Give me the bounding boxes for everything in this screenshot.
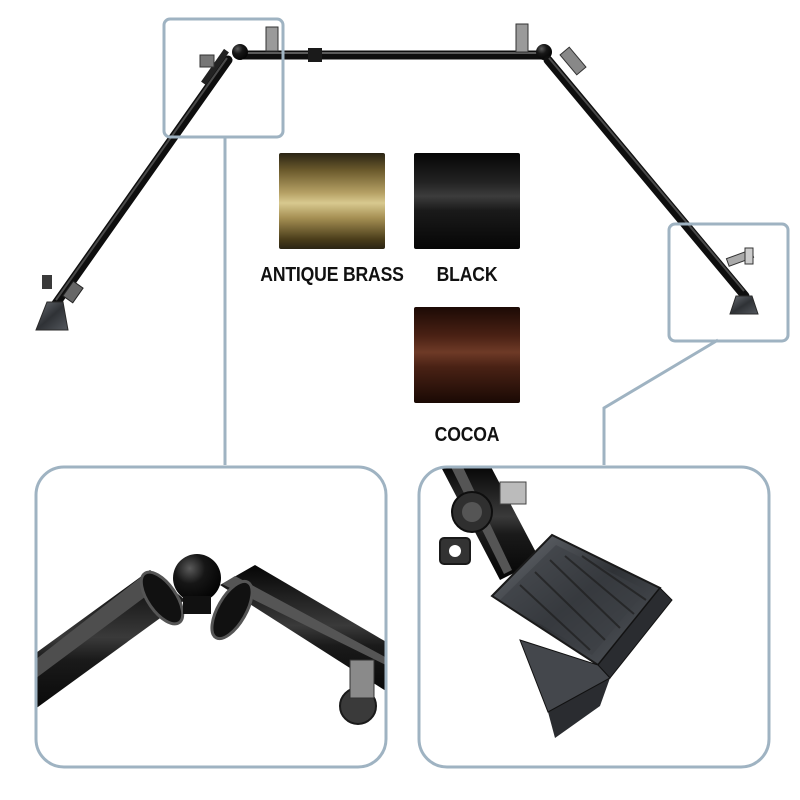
swatch-cocoa	[414, 307, 520, 403]
swatch-label-black: BLACK	[436, 264, 498, 286]
callout-lines	[223, 137, 719, 465]
swatch-label-cocoa: COCOA	[434, 424, 500, 446]
callout-frames-large	[34, 465, 771, 769]
swatch-antique-brass	[279, 153, 385, 249]
callout-frames-small	[162, 17, 790, 343]
corner-connector-icon	[36, 467, 386, 767]
rod-top-span	[232, 23, 552, 62]
swatch-black	[414, 153, 520, 249]
rod-left-arm	[42, 48, 233, 310]
rod-right-arm	[543, 46, 755, 301]
swatch-label-antique-brass: ANTIQUE BRASS	[260, 264, 404, 286]
finial-icon	[35, 295, 759, 331]
finial-detail	[419, 467, 769, 767]
